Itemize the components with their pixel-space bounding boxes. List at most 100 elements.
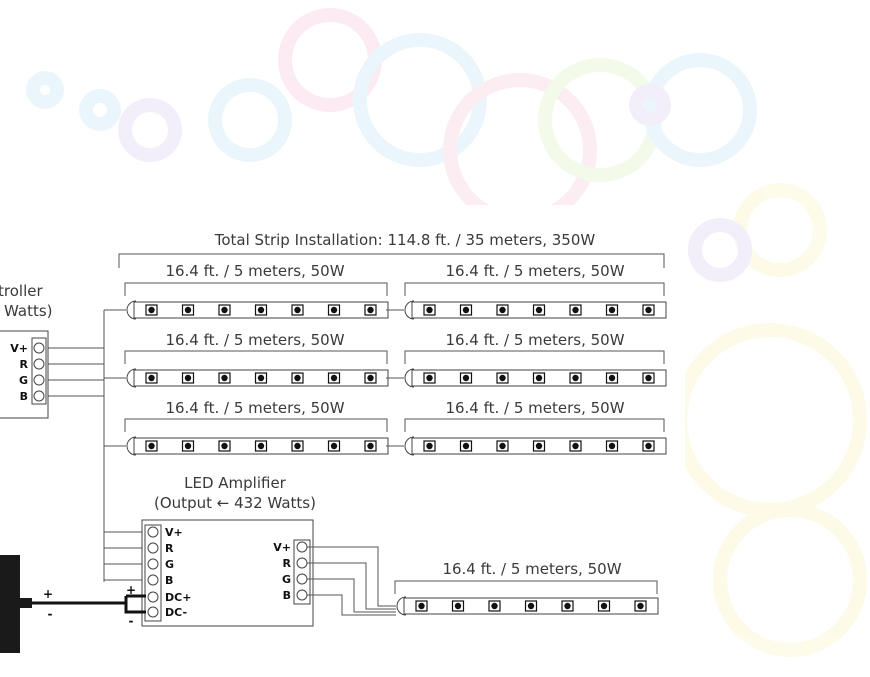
svg-text:DC-: DC-	[165, 606, 187, 619]
led-dot	[608, 442, 616, 450]
svg-text:DC+: DC+	[165, 591, 191, 604]
led-dot	[367, 442, 374, 450]
svg-text:G: G	[282, 573, 291, 586]
amplifier-output-screws	[296, 541, 308, 601]
led-dot	[572, 374, 579, 382]
led-amplifier: LED Amplifier (Output ← 432 Watts) V+ R …	[141, 474, 316, 627]
led-dot	[257, 442, 265, 450]
total-bracket	[118, 253, 665, 268]
led-dot	[572, 306, 579, 314]
power-block	[0, 555, 20, 653]
led-dot	[367, 306, 374, 314]
led-dot	[454, 602, 462, 610]
led-dot	[564, 602, 571, 610]
led-dot	[148, 374, 155, 382]
led-dot	[330, 306, 338, 314]
led-dot	[184, 306, 192, 314]
led-dot	[294, 306, 301, 314]
led-strip	[404, 300, 667, 320]
controller-terminal-labels: V+ R G B	[10, 342, 28, 403]
controller-label: troller	[0, 282, 43, 300]
strip-brackets	[124, 282, 665, 594]
led-dot	[499, 374, 506, 382]
controller-screw-terminals	[33, 342, 45, 402]
led-strip	[396, 596, 659, 616]
power-connector	[20, 598, 32, 608]
led-strip	[126, 368, 389, 388]
amplifier-output-block	[293, 539, 311, 605]
led-dot	[491, 602, 498, 610]
strip-label: 16.4 ft. / 5 meters, 50W	[445, 331, 624, 349]
led-strip	[126, 436, 389, 456]
svg-text:B: B	[165, 574, 173, 587]
amp-plus-label: +	[126, 583, 136, 597]
controller-terminal-block	[31, 337, 47, 405]
led-dot	[184, 442, 192, 450]
svg-text:V+: V+	[273, 541, 291, 554]
led-dot	[462, 442, 470, 450]
led-dot	[330, 442, 338, 450]
led-strip	[404, 436, 667, 456]
led-strips	[126, 300, 667, 616]
led-dot	[645, 442, 652, 450]
led-dot	[221, 306, 228, 314]
amplifier-output-labels: V+ R G B	[273, 541, 291, 602]
power-leads	[124, 594, 146, 614]
led-dot	[294, 374, 301, 382]
led-dot	[462, 306, 470, 314]
svg-text:V+: V+	[165, 526, 183, 539]
led-dot	[426, 306, 433, 314]
svg-text:B: B	[283, 589, 291, 602]
strip-label: 16.4 ft. / 5 meters, 50W	[165, 262, 344, 280]
led-dot	[608, 306, 616, 314]
amplifier-subtitle: (Output ← 432 Watts)	[154, 494, 316, 512]
svg-text:G: G	[19, 374, 28, 387]
amplifier-input-screws	[147, 526, 159, 618]
svg-text:R: R	[165, 542, 174, 555]
led-dot	[426, 374, 433, 382]
led-dot	[572, 442, 579, 450]
amp-minus-label: -	[129, 614, 134, 628]
amplifier-box	[141, 519, 314, 627]
strip-label: 16.4 ft. / 5 meters, 50W	[445, 399, 624, 417]
led-dot	[600, 602, 608, 610]
svg-text:R: R	[20, 358, 29, 371]
led-dot	[257, 306, 265, 314]
amplifier-input-labels: V+ R G B DC+ DC-	[165, 526, 191, 619]
led-strip	[404, 368, 667, 388]
controller-watts-label: Watts)	[4, 302, 53, 320]
power-minus-label: -	[48, 607, 53, 621]
led-dot	[418, 602, 425, 610]
controller-wiring	[48, 309, 404, 582]
amplifier-output-wiring	[307, 546, 396, 616]
led-dot	[221, 442, 228, 450]
led-dot	[426, 442, 433, 450]
led-dot	[330, 374, 338, 382]
led-dot	[535, 442, 543, 450]
led-dot	[184, 374, 192, 382]
led-dot	[148, 306, 155, 314]
strip-labels: 16.4 ft. / 5 meters, 50W 16.4 ft. / 5 me…	[165, 262, 624, 578]
power-plus-label: +	[43, 587, 53, 601]
strip-label: 16.4 ft. / 5 meters, 50W	[445, 262, 624, 280]
led-dot	[148, 442, 155, 450]
led-dot	[535, 374, 543, 382]
decorative-watermark	[26, 8, 867, 657]
led-dot	[367, 374, 374, 382]
svg-text:B: B	[20, 390, 28, 403]
total-installation-label: Total Strip Installation: 114.8 ft. / 35…	[214, 231, 596, 249]
led-dot	[527, 602, 535, 610]
led-dot	[608, 374, 616, 382]
led-dot	[257, 374, 265, 382]
led-dot	[645, 306, 652, 314]
led-dot	[499, 306, 506, 314]
strip-label: 16.4 ft. / 5 meters, 50W	[165, 331, 344, 349]
led-dot	[645, 374, 652, 382]
led-strip	[126, 300, 389, 320]
led-dot	[637, 602, 644, 610]
amplifier-title: LED Amplifier	[184, 474, 287, 492]
led-dot	[294, 442, 301, 450]
strip-label: 16.4 ft. / 5 meters, 50W	[165, 399, 344, 417]
strip-label: 16.4 ft. / 5 meters, 50W	[442, 560, 621, 578]
